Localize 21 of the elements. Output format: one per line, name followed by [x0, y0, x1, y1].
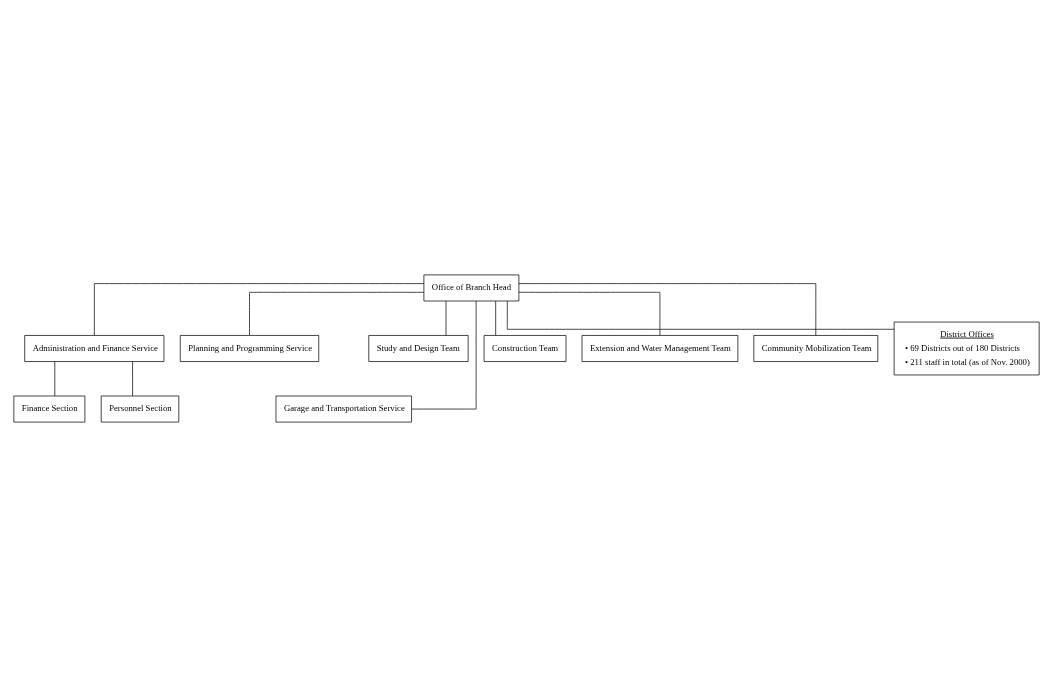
- connector: [495, 300, 497, 336]
- node-box: Personnel Section: [100, 395, 180, 422]
- node-box: Construction Team: [483, 334, 567, 362]
- connector: [518, 282, 817, 336]
- connector: [445, 300, 447, 336]
- connector: [54, 360, 56, 396]
- connector: [249, 291, 425, 336]
- connector: [518, 291, 661, 336]
- node-box: Garage and Transportation Service: [275, 395, 412, 422]
- node-box: Community Mobilization Team: [753, 334, 879, 362]
- connector: [506, 300, 895, 330]
- node-box: Office of Branch Head: [423, 274, 520, 301]
- node-box: Planning and Programming Service: [179, 334, 320, 362]
- node-box: District Offices • 69 Districts out of 180 Districts • 211 staff in total (as of Nov. 2000): [893, 321, 1040, 375]
- connector: [411, 300, 477, 409]
- node-box: Finance Section: [13, 395, 86, 422]
- node-box: Extension and Water Management Team: [581, 334, 739, 362]
- connector: [132, 360, 133, 396]
- node-box: Study and Design Team: [368, 334, 469, 362]
- connector: [93, 282, 425, 336]
- node-box: Administration and Finance Service: [24, 334, 165, 362]
